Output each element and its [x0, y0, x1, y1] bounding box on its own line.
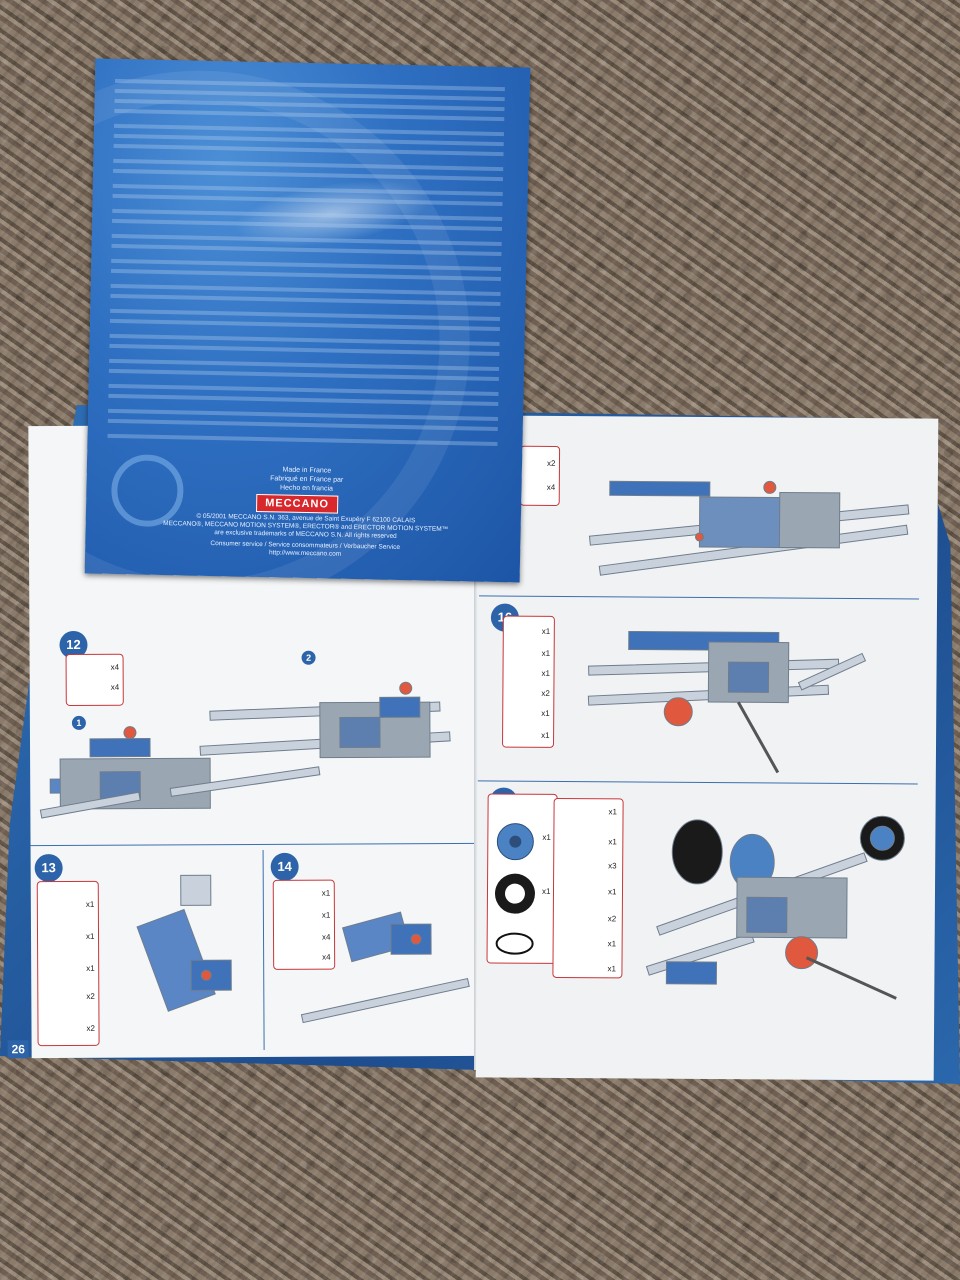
qty-label: x2 [546, 458, 556, 468]
qty-label: x1 [608, 807, 618, 817]
step-17-parts-wheels [494, 823, 535, 955]
qty-label: x2 [541, 688, 550, 698]
step-12-illustration [39, 681, 451, 819]
step-15-parts-box: x2 x4 [519, 445, 561, 506]
qty-label: x4 [546, 482, 556, 492]
qty-label: x3 [608, 861, 617, 871]
step-14-illustration [300, 911, 470, 1024]
qty-label: x1 [607, 964, 616, 974]
qty-label: x1 [541, 648, 551, 658]
legal-text: © 05/2001 MECCANO S.N. 363, avenue de Sa… [155, 512, 456, 561]
qty-label: x1 [607, 887, 617, 897]
step-13-illustration [136, 874, 232, 1012]
qty-label: x2 [86, 991, 95, 1001]
qty-label: x1 [541, 730, 550, 740]
qty-label: x1 [541, 708, 550, 718]
qty-label: x1 [85, 931, 95, 941]
step-17-illustration [645, 815, 905, 1000]
step-13-number: 13 [34, 854, 63, 883]
qty-label: x1 [86, 963, 95, 973]
qty-label: x1 [607, 939, 617, 949]
back-cover: Made in France Fabriqué en France par He… [84, 58, 531, 583]
left-page: 12 x4 x4 2 1 13 [7, 423, 482, 1059]
qty-label: x2 [607, 914, 617, 924]
qty-label: x1 [85, 899, 95, 909]
qty-label: x1 [541, 626, 551, 636]
meccano-logo: MECCANO [255, 493, 339, 514]
page-number: 26 [7, 1040, 30, 1059]
right-page: x2 x4 16 x1 x1 x1 x2 x1 x1 [475, 415, 939, 1081]
step-16-illustration [587, 630, 867, 774]
step-15-illustration [588, 480, 910, 576]
made-in-france-text: Made in France Fabriqué en France par He… [236, 465, 377, 495]
step-13-parts-box: x1 x1 x1 x2 x2 [36, 880, 100, 1047]
qty-label: x1 [608, 837, 617, 847]
step-16-parts-box: x1 x1 x1 x2 x1 x1 [501, 615, 555, 748]
qty-label: x1 [541, 668, 551, 678]
step-17-parts-box-b: x1 x1 x3 x1 x2 x1 x1 [552, 797, 624, 979]
qty-label: x2 [86, 1023, 95, 1033]
